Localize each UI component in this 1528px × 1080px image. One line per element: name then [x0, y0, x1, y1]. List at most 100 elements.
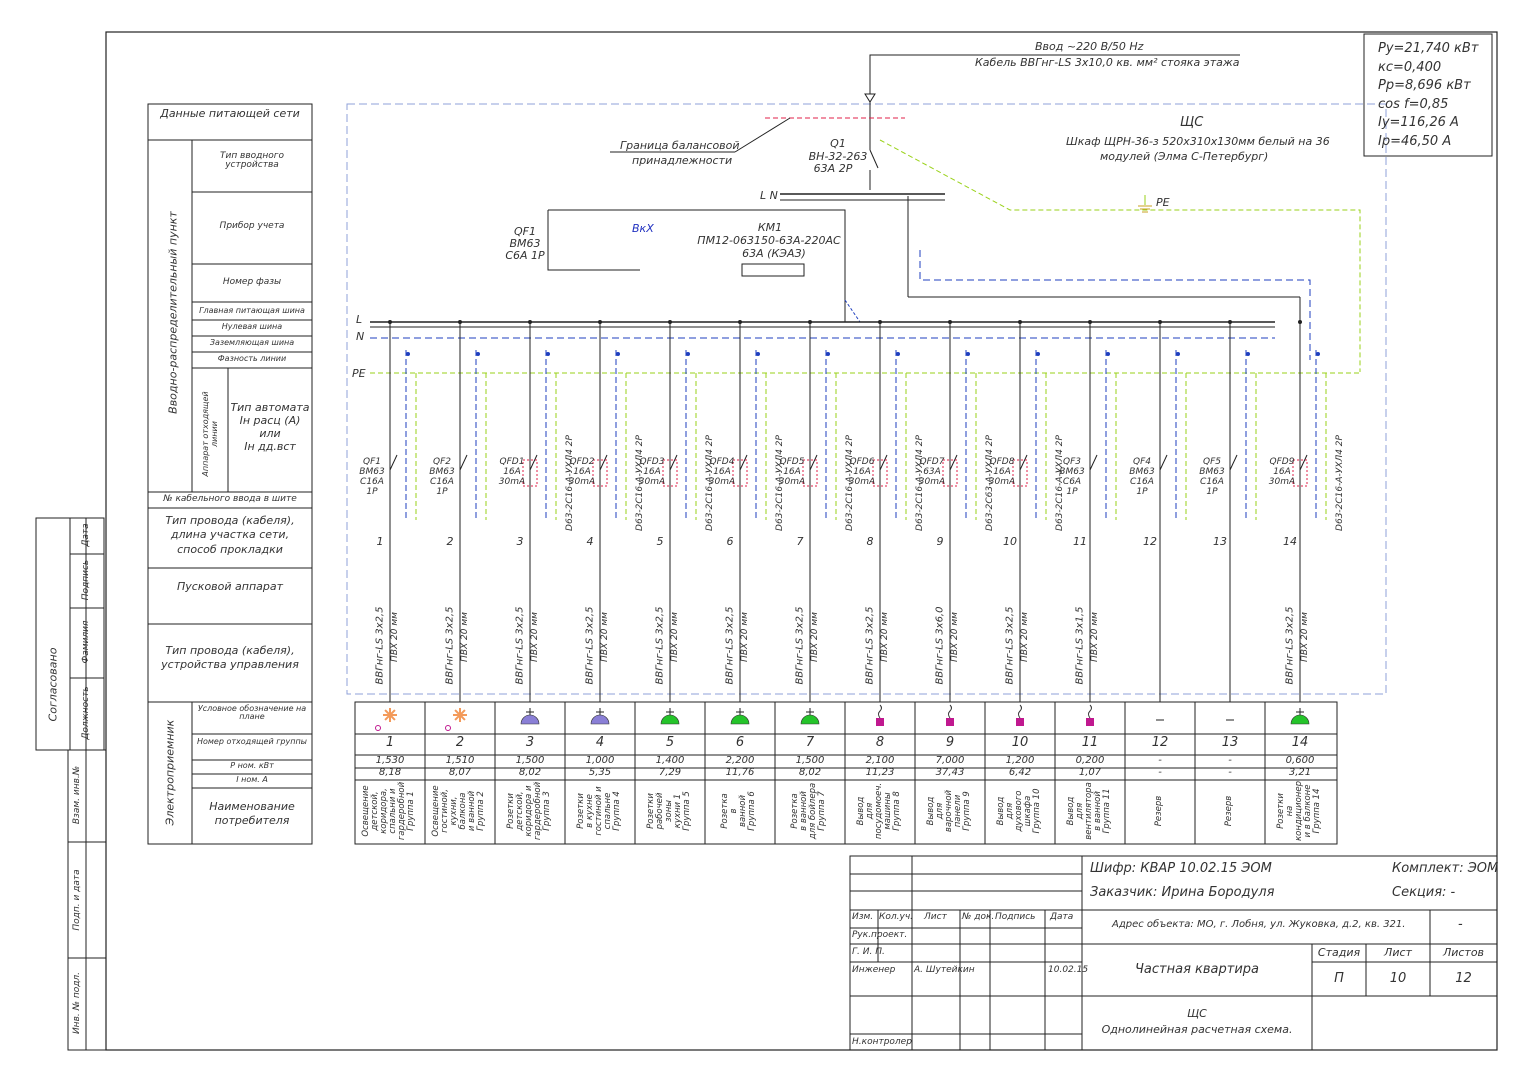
- consumer-name: кухни 1: [672, 793, 683, 829]
- group-number: 1: [385, 735, 395, 750]
- qf1-ctrl-1: QF1: [514, 225, 536, 238]
- group-number-top: 4: [586, 535, 594, 548]
- boundary-label-2: принадлежности: [632, 154, 733, 167]
- cable-type-label: ВВГнг-LS 3х2,5: [654, 606, 666, 685]
- apparatus-text-3: или: [259, 427, 281, 440]
- conduit-label: ПВХ 20 мм: [390, 612, 400, 662]
- breaker-label: 16А: [573, 467, 591, 477]
- conduit-label: ПВХ 20 мм: [740, 612, 750, 662]
- rated-current: 11,23: [865, 767, 895, 778]
- cable-type-label: ВВГнг-LS 3х2,5: [864, 606, 876, 685]
- tb-stage-head: Стадия: [1317, 946, 1361, 959]
- starter-label: Пусковой аппарат: [176, 580, 284, 593]
- row-ground-bus: Заземляющая шина: [209, 338, 295, 347]
- rated-current: 6,42: [1008, 767, 1032, 778]
- breaker-label: С16А: [430, 477, 454, 487]
- cable-type-label: ВВГнг-LS 3х2,5: [444, 606, 456, 685]
- breaker-label: 30mA: [1268, 477, 1296, 487]
- breaker-label: 1Р: [366, 487, 378, 497]
- row-meter: Прибор учета: [219, 221, 285, 231]
- rated-power: 1,400: [655, 755, 685, 766]
- group-number: 13: [1221, 735, 1239, 750]
- breaker-contact: [1089, 454, 1098, 471]
- breaker-label: QFD9: [1269, 457, 1295, 467]
- consumer-name: Розетки: [645, 793, 656, 829]
- breaker-label: 30mA: [778, 477, 806, 487]
- rated-power: 0,200: [1075, 755, 1105, 766]
- consumer-name: духового: [1013, 790, 1024, 832]
- breaker-label: 63А: [923, 467, 941, 477]
- rated-power: -: [1228, 755, 1232, 766]
- consumer-title: Электроприемник: [163, 719, 177, 826]
- neutral-node: [1106, 352, 1110, 356]
- consumer-name: панели: [952, 794, 963, 828]
- power-outlet-icon: [1016, 704, 1024, 726]
- neutral-node: [896, 352, 900, 356]
- breaker-label: ВМ63: [429, 467, 455, 477]
- consumer-row-current: I ном. А: [236, 775, 268, 784]
- rated-current: -: [1228, 767, 1232, 778]
- row-phase: Номер фазы: [222, 277, 282, 287]
- rated-current: 1,07: [1078, 767, 1102, 778]
- rated-power: 1,530: [375, 755, 405, 766]
- stamp-sign-date: Подп. и дата: [72, 869, 82, 931]
- group-number: 9: [945, 735, 955, 750]
- breaker-label: 1Р: [1206, 487, 1218, 497]
- km1-label-3: 63А (КЭАЗ): [742, 247, 806, 260]
- rated-power: -: [1158, 755, 1162, 766]
- tb-role-head: Рук.проект.: [852, 930, 908, 940]
- q1-label-2: ВН-32-263: [808, 150, 868, 163]
- breaker-label: ВМ63: [1199, 467, 1225, 477]
- breaker-contact: [1159, 454, 1168, 471]
- breaker-contact: [949, 454, 958, 471]
- rated-current: 8,02: [798, 767, 822, 778]
- ctrl-wire-label: Тип провода (кабеля), устройства управле…: [161, 644, 299, 672]
- breaker-label: 16А: [1273, 467, 1291, 477]
- calc-param: кс=0,400: [1378, 59, 1442, 75]
- cable-type-label: ВВГнг-LS 3х2,5: [584, 606, 596, 685]
- consumer-name: спальне: [602, 792, 613, 830]
- breaker-label: С16А: [1130, 477, 1154, 487]
- bus-node: [1298, 320, 1302, 324]
- boundary-label-1: Граница балансовой: [620, 139, 740, 152]
- neutral-node: [756, 352, 760, 356]
- group-number-top: 1: [376, 535, 384, 548]
- bus-node: [948, 320, 952, 324]
- tb-engineer-name: А. Шутейкин: [914, 965, 975, 975]
- consumer-name: Розетки: [575, 793, 586, 829]
- consumer-name: для: [934, 802, 945, 820]
- consumer-name: Группа 6: [747, 791, 757, 831]
- cable-type-label: ВВГнг-LS 3х1,5: [1074, 606, 1086, 685]
- tb-role-nkontr: Н.контролер: [852, 1037, 912, 1047]
- cable-type-label: ВВГнг-LS 3х2,5: [1004, 606, 1016, 685]
- consumer-name: Группа 7: [817, 791, 827, 831]
- group-number-top: 10: [1003, 535, 1017, 548]
- socket-icon: [590, 708, 610, 725]
- conduit-label: ПВХ 20 мм: [1300, 612, 1310, 662]
- breaker-label: С16А: [1200, 477, 1224, 487]
- tb-sheets-val: 12: [1455, 971, 1472, 986]
- breaker-label: 1Р: [1066, 487, 1078, 497]
- conduit-label: ПВХ 20 мм: [880, 612, 890, 662]
- rated-current: 11,76: [725, 767, 755, 778]
- consumer-name: машины: [882, 792, 893, 830]
- row-input-device: Тип вводного устройства: [219, 151, 285, 171]
- tb-col-date: Дата: [1050, 912, 1074, 922]
- conduit-label: ПВХ 20 мм: [670, 612, 680, 662]
- power-outlet-icon: [946, 704, 954, 726]
- bus-node: [1018, 320, 1022, 324]
- group-number-top: 6: [726, 535, 734, 548]
- branch-lines: [375, 320, 1327, 844]
- breaker-label: 30mA: [708, 477, 736, 487]
- rated-power: 1,500: [515, 755, 545, 766]
- consumer-name: Резерв: [1153, 795, 1164, 827]
- breaker-label: 30mA: [638, 477, 666, 487]
- breaker-label: 16А: [853, 467, 871, 477]
- conduit-label: ПВХ 20 мм: [600, 612, 610, 662]
- breaker-label: С6А: [1062, 477, 1082, 487]
- tb-sheets-head: Листов: [1442, 946, 1485, 959]
- neutral-node: [546, 352, 550, 356]
- rated-power: 2,100: [865, 755, 895, 766]
- tb-stage-val: П: [1334, 971, 1344, 986]
